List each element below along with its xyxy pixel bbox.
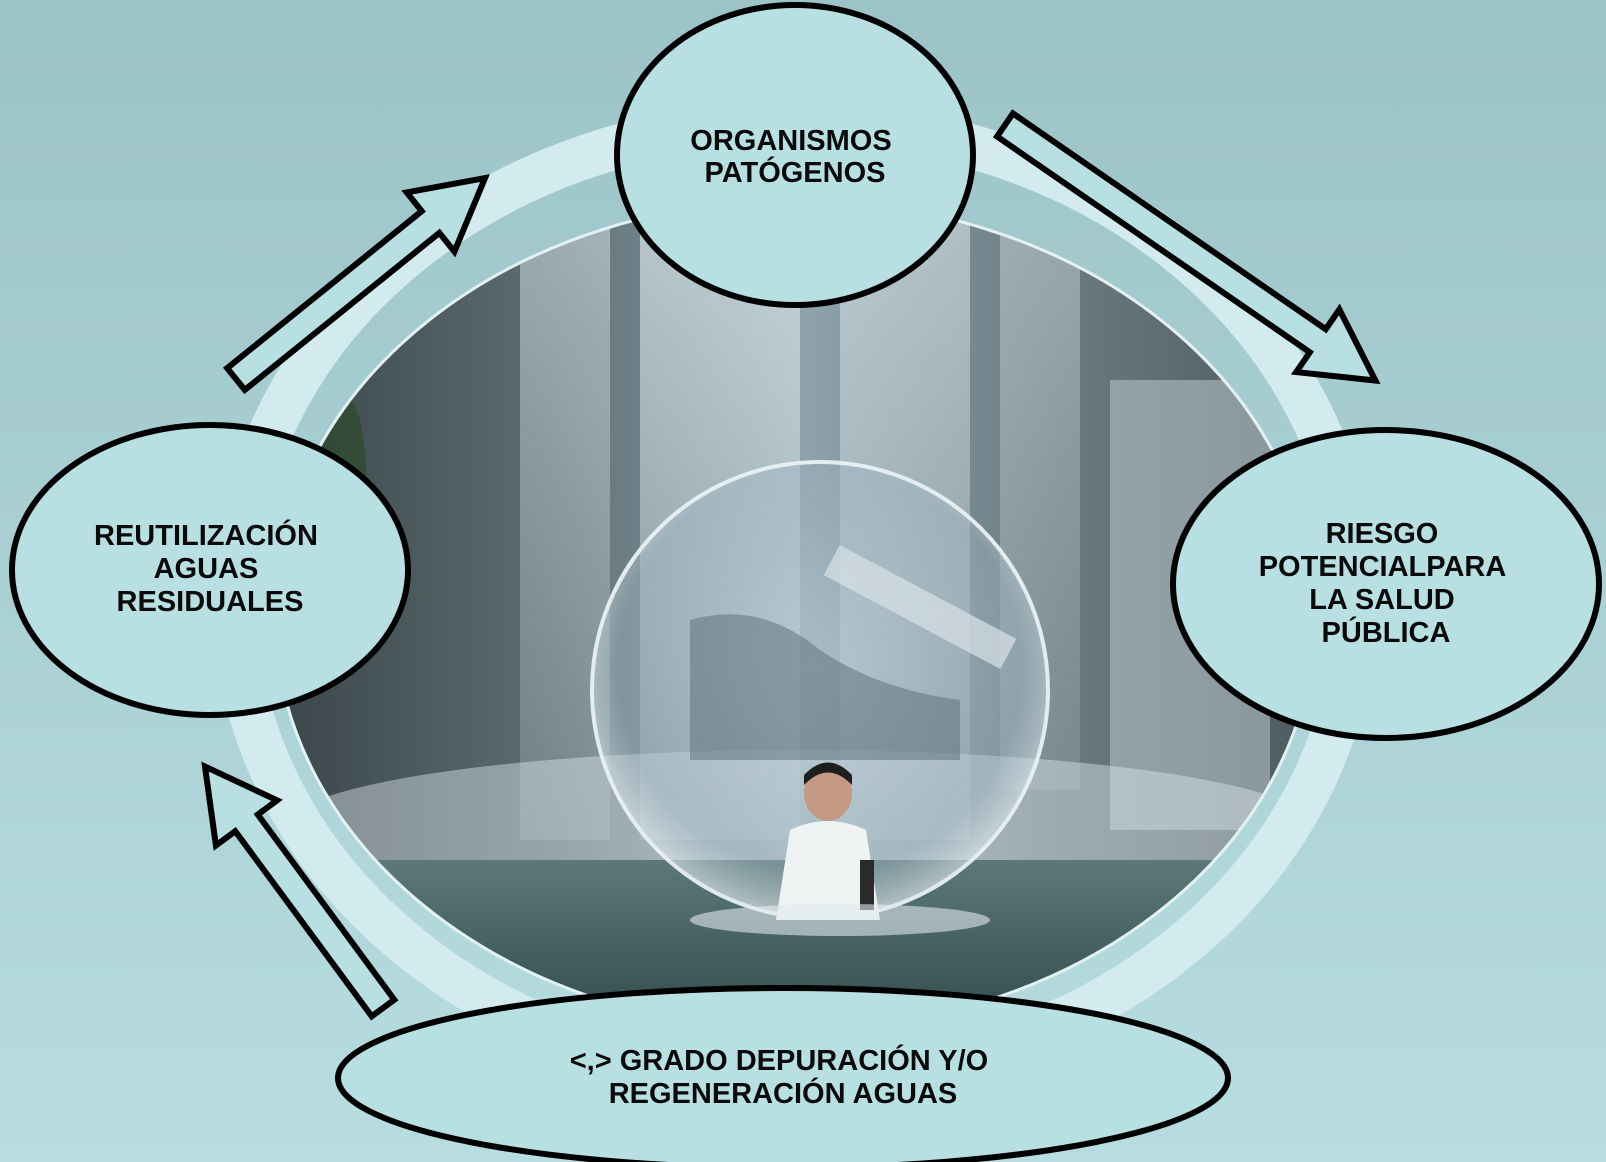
svg-text:REUTILIZACIÓN AGUAS: REUTILIZACIÓN AGUAS RESIDUALES <box>94 518 326 618</box>
svg-text:<,> GRADO DEPURACIÓN Y/O: <,> GRADO DEPURACIÓN Y/O REGENERACIÓN AG… <box>570 1043 997 1110</box>
node-organismos-line-1: ORGANISMOS <box>690 125 891 157</box>
node-organismos-patogenos: ORGANISMOS PATÓGENOS <box>614 2 976 308</box>
node-organismos-line-2: PATÓGENOS <box>705 155 886 189</box>
arrow-grado-to-reutilizacion <box>201 761 399 1021</box>
node-riesgo-salud-publica: RIESGO POTENCIALPARA LA SALUD PÚBLICA <box>1170 427 1602 741</box>
arrow-organismos-to-riesgo <box>992 109 1381 385</box>
node-reutilizacion-line-3: RESIDUALES <box>117 586 304 618</box>
node-grado-depuracion: <,> GRADO DEPURACIÓN Y/O REGENERACIÓN AG… <box>335 985 1231 1162</box>
waterfall-photo <box>275 200 1315 1030</box>
node-reutilizacion-line-1: REUTILIZACIÓN <box>94 518 318 552</box>
child-figure <box>776 762 880 920</box>
svg-text:ORGANISMOS PATÓGENOS: ORGANISMOS PATÓGENOS <box>690 125 899 189</box>
arrow-reutilizacion-to-organismos <box>222 174 490 395</box>
node-grado-line-1: <,> GRADO DEPURACIÓN Y/O <box>570 1043 988 1077</box>
node-riesgo-line-2: POTENCIALPARA <box>1259 551 1507 583</box>
svg-text:RIESGO POTENCIALPARA: RIESGO POTENCIALPARA LA SALUD PÚBLICA <box>1259 518 1514 649</box>
node-riesgo-line-4: PÚBLICA <box>1322 615 1451 649</box>
node-reutilizacion-line-2: AGUAS <box>154 553 259 585</box>
node-grado-line-2: REGENERACIÓN AGUAS <box>609 1076 958 1110</box>
node-riesgo-line-3: LA SALUD <box>1309 584 1455 616</box>
node-reutilizacion-aguas: REUTILIZACIÓN AGUAS RESIDUALES <box>9 422 411 718</box>
node-riesgo-line-1: RIESGO <box>1326 518 1439 550</box>
